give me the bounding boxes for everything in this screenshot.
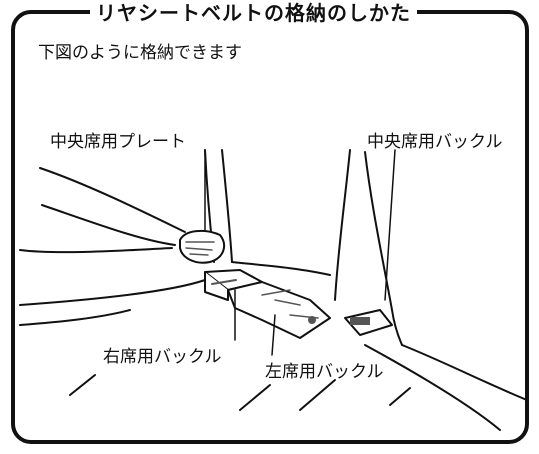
leader-left-buckle <box>271 314 276 356</box>
right-seat-cushion <box>39 167 186 233</box>
callout-right-buckle: 右席用バックル <box>103 347 222 367</box>
right-seat-cushion-lower <box>41 204 176 246</box>
diagram-title: リヤシートベルトの格納のしかた <box>90 0 417 26</box>
left-seat-buckle-body <box>227 281 331 339</box>
callout-left-buckle: 左席用バックル <box>265 362 384 382</box>
leader-center-buckle <box>384 149 396 301</box>
seat-illustration <box>19 149 528 431</box>
center-buckle-body <box>344 309 393 336</box>
center-plate <box>179 229 226 264</box>
callout-center-plate: 中央席用プレート <box>50 132 186 152</box>
left-seat-back <box>334 149 351 301</box>
callout-center-buckle: 中央席用バックル <box>367 132 503 152</box>
diagram-subtitle: 下図のように格納できます <box>38 43 242 63</box>
